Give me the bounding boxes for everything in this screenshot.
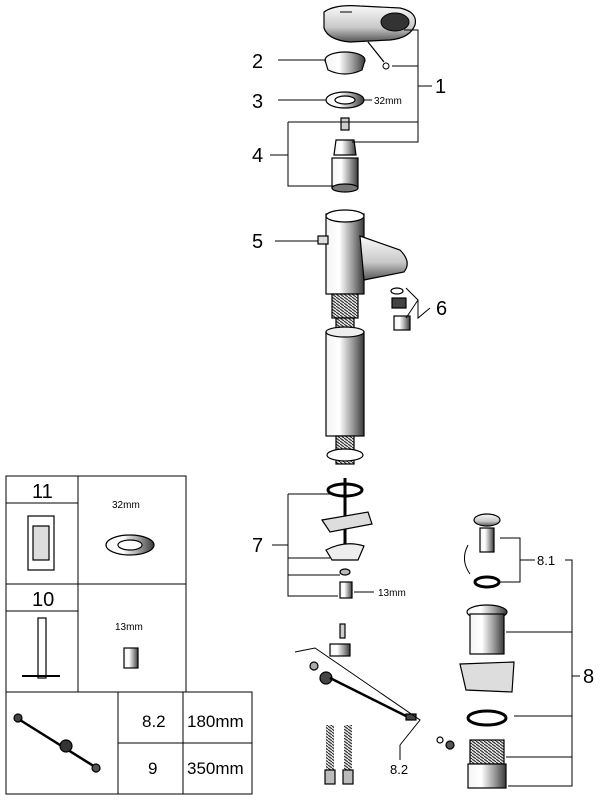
drain-body: [459, 604, 515, 789]
lever-handle: [323, 5, 417, 43]
callout-2: 2: [252, 51, 263, 73]
handle-screw: [367, 41, 390, 70]
cover-cap: [324, 51, 366, 75]
callout-5: 5: [252, 231, 263, 253]
inset-label-10: 10: [32, 589, 54, 611]
cartridge: [331, 117, 359, 193]
inset-adapter-sleeve: [27, 515, 55, 571]
table-rod-illustration: [13, 713, 101, 773]
pull-rod-linkage: [309, 623, 455, 750]
fixing-set: [320, 478, 373, 599]
callout-8-1: 8.1: [537, 553, 555, 568]
inset-label-11: 11: [32, 481, 53, 503]
callout-8: 8: [583, 666, 594, 688]
spare-parts-inset: [5, 475, 187, 693]
inset-ring: [105, 534, 155, 556]
callout-8-2: 8.2: [390, 762, 408, 777]
aerator: [390, 287, 411, 331]
dim-nut-13mm: 13mm: [378, 588, 406, 599]
table-r1-length: 180mm: [187, 712, 244, 731]
table-r1-item: 8.2: [142, 712, 166, 731]
inset-wrench: [22, 617, 60, 679]
table-r2-item: 9: [148, 759, 157, 778]
callout-3: 3: [252, 91, 263, 113]
inset-dim-32mm: 32mm: [112, 500, 140, 511]
pop-up-plug: [464, 513, 501, 589]
length-table: [5, 691, 253, 795]
table-r2-length: 350mm: [187, 759, 244, 778]
dim-ring-32mm: 32mm: [374, 96, 402, 107]
inset-dim-13mm: 13mm: [115, 622, 143, 633]
ring-32mm: [325, 91, 365, 109]
inset-nut: [123, 647, 139, 669]
callout-1: 1: [435, 76, 446, 98]
callout-4: 4: [252, 145, 263, 167]
tap-body: [317, 209, 408, 319]
flex-hose: [324, 725, 354, 785]
callout-6: 6: [436, 298, 447, 320]
shank-sleeve: [325, 317, 365, 465]
callout-7: 7: [252, 535, 263, 557]
leader-lines: [270, 29, 580, 787]
